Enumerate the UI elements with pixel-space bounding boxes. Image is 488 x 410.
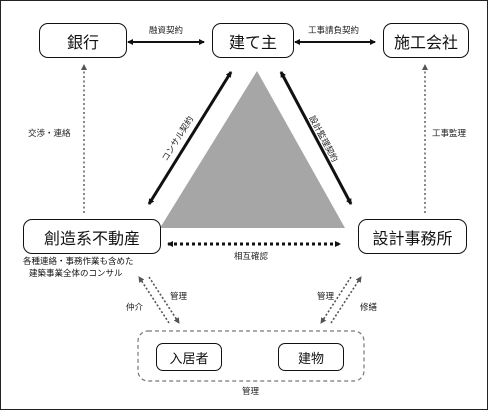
node-owner: 建て主 [212,23,294,58]
node-resident: 入居者 [156,343,222,371]
developer-note-line-1: 各種連絡・事務作業も含めた [23,257,134,267]
label-developer-architect: 相互確認 [234,252,269,262]
dotted-resident-to-developer [138,276,170,324]
central-triangle [160,71,345,228]
arrow-owner-developer [147,71,233,205]
label-owner-contractor: 工事請負契約 [308,26,360,36]
dotted-developer-to-resident [148,276,180,324]
label-architect-building-manage: 管理 [317,292,335,302]
node-developer: 創造系不動産 [23,219,161,254]
label-developer-bank: 交渉・連絡 [27,129,72,140]
developer-note-line-2: 建築事業全体のコンサル [29,269,123,279]
label-developer-resident-agency: 仲介 [126,303,144,313]
label-architect-building-repair: 修繕 [360,303,378,313]
node-bank: 銀行 [39,23,127,58]
node-contractor: 施工会社 [383,23,469,58]
label-bank-owner: 融資契約 [149,26,184,36]
node-architect: 設計事務所 [358,219,467,254]
dotted-building-to-architect [330,276,362,324]
label-developer-resident-manage: 管理 [170,292,188,302]
node-building: 建物 [278,343,344,371]
arrow-owner-architect [279,71,353,205]
label-group-manage: 管理 [242,387,260,397]
label-architect-contractor: 工事監理 [431,129,468,140]
dotted-architect-to-building [320,276,352,324]
